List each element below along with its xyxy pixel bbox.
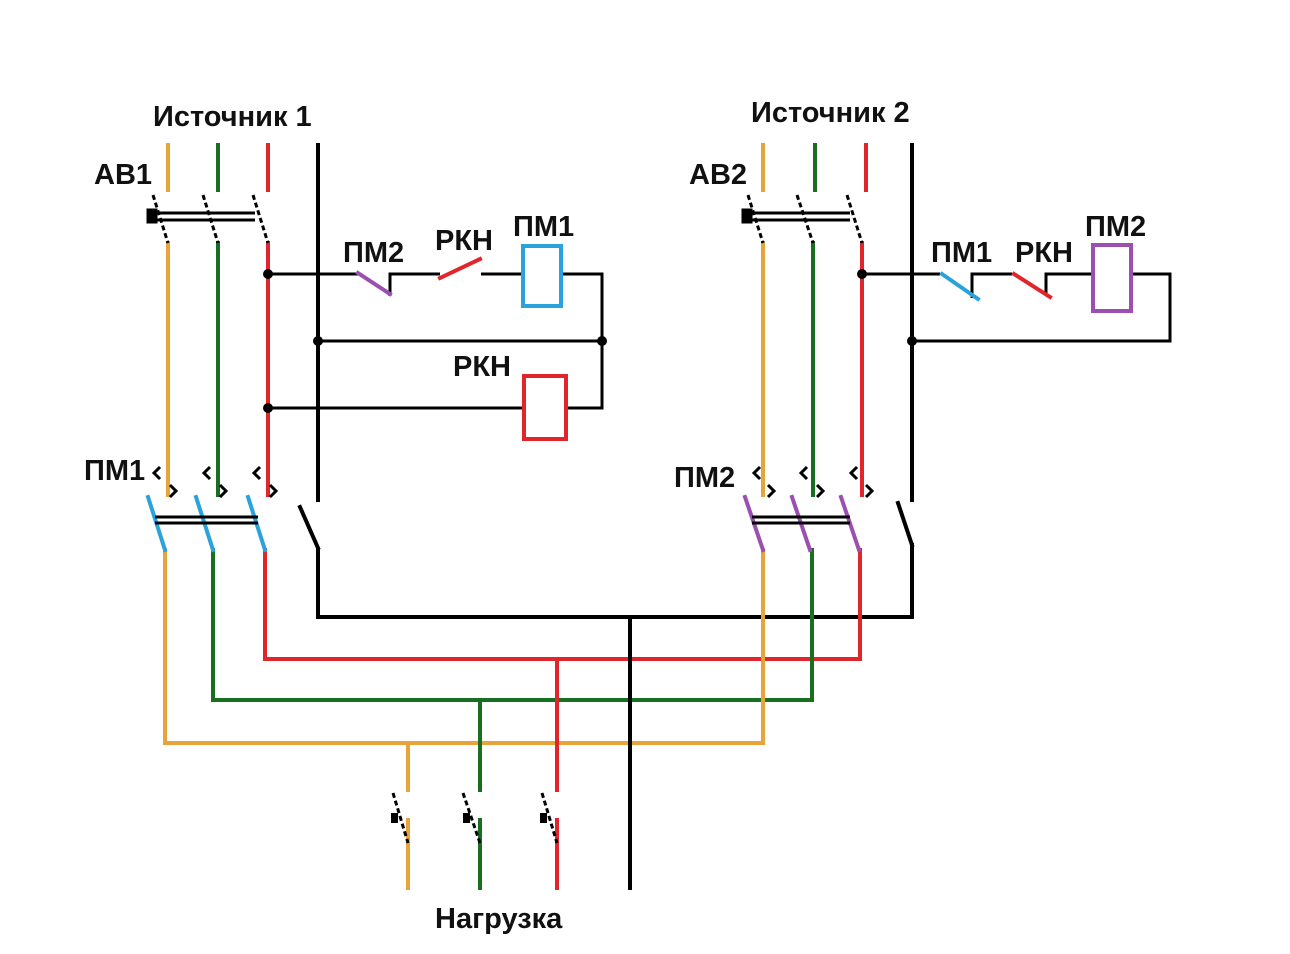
coil-rkn: [522, 374, 568, 441]
label-ctrl1-coil: ПМ1: [513, 211, 574, 243]
label-relay-coil: РКН: [453, 351, 511, 383]
label-ctrl2-relay-contact: РКН: [1015, 237, 1073, 269]
source-2-lines: [761, 143, 914, 745]
coil-pm1: [521, 244, 563, 308]
control-circuit-2: [857, 243, 1172, 346]
control-circuit-1: [263, 244, 607, 441]
label-ctrl1-interlock: ПМ2: [343, 237, 404, 269]
label-ctrl2-interlock: ПМ1: [931, 237, 992, 269]
load-section: [391, 615, 632, 890]
label-ctrl1-relay-contact: РКН: [435, 225, 493, 257]
breaker-1-symbol: [146, 194, 270, 244]
label-load: Нагрузка: [435, 903, 563, 935]
coil-pm2: [1091, 243, 1133, 313]
contactor-1-main-contacts: [145, 465, 321, 553]
source-1-lines: [163, 143, 914, 745]
label-breaker-2: АВ2: [689, 159, 747, 191]
label-contactor-2-main: ПМ2: [674, 462, 735, 494]
label-breaker-1: АВ1: [94, 159, 152, 191]
label-source-1: Источник 1: [153, 101, 312, 133]
label-contactor-1-main: ПМ1: [84, 455, 145, 487]
label-ctrl2-coil: ПМ2: [1085, 211, 1146, 243]
label-source-2: Источник 2: [751, 97, 910, 129]
contactor-2-main-contacts: [742, 465, 915, 553]
breaker-2-symbol: [741, 194, 864, 244]
